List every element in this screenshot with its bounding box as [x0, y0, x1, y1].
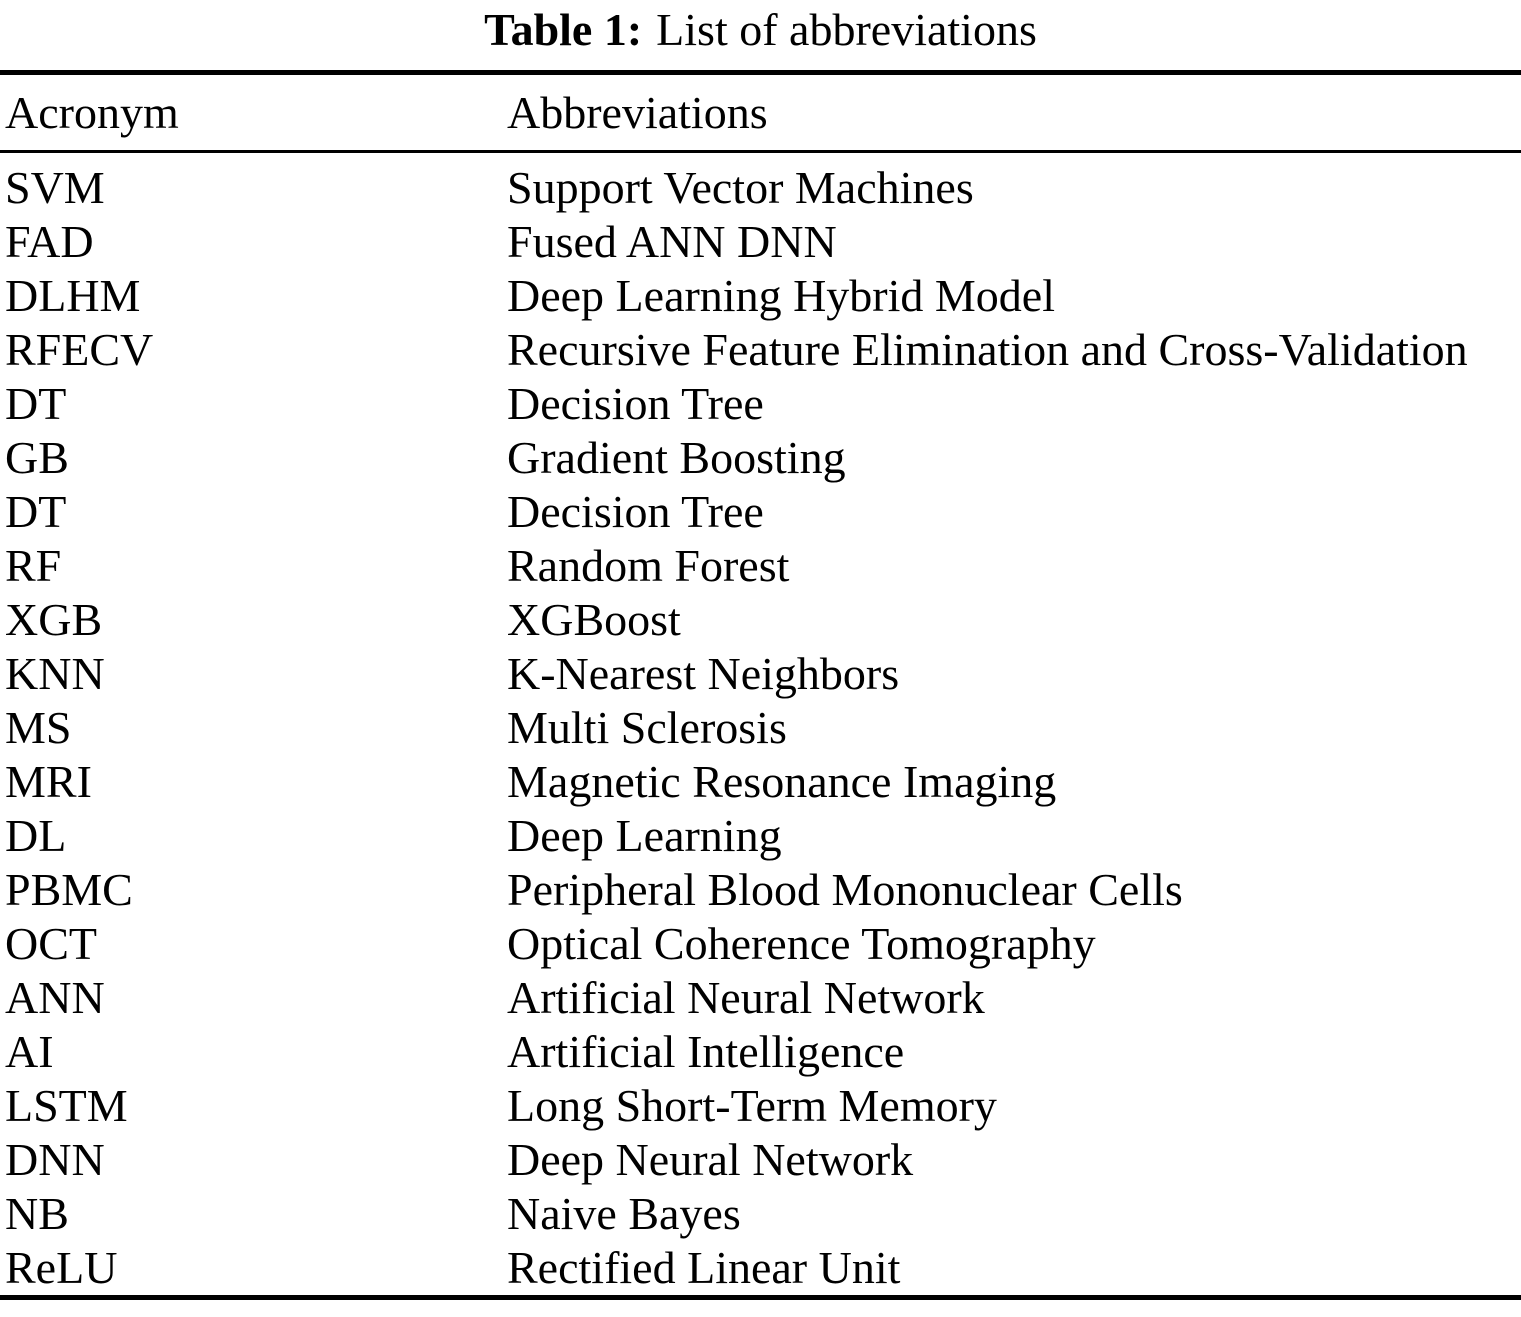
- table-row: GB Gradient Boosting: [0, 431, 1521, 485]
- acronym-cell: FAD: [5, 216, 94, 267]
- abbreviation-cell: Multi Sclerosis: [507, 702, 787, 753]
- table-row: RFECV Recursive Feature Elimination and C…: [0, 323, 1521, 377]
- abbreviation-cell: Artificial Neural Network: [507, 972, 985, 1023]
- abbreviation-cell: Random Forest: [507, 540, 790, 591]
- abbreviation-cell: Deep Learning Hybrid Model: [507, 270, 1056, 321]
- abbreviation-cell: Optical Coherence Tomography: [507, 918, 1096, 969]
- acronym-cell: DL: [5, 810, 67, 861]
- abbreviation-cell: Artificial Intelligence: [507, 1026, 905, 1077]
- acronym-cell: KNN: [5, 648, 105, 699]
- acronym-cell: ReLU: [5, 1242, 118, 1293]
- table-row: DT Decision Tree: [0, 377, 1521, 431]
- abbreviation-cell: Gradient Boosting: [507, 432, 846, 483]
- acronym-cell: GB: [5, 432, 69, 483]
- table-row: NB Naive Bayes: [0, 1187, 1521, 1241]
- table-row: ReLU Rectified Linear Unit: [0, 1241, 1521, 1298]
- table-row: PBMC Peripheral Blood Mononuclear Cells: [0, 863, 1521, 917]
- acronym-cell: AI: [5, 1026, 54, 1077]
- abbreviation-cell: Rectified Linear Unit: [507, 1242, 901, 1293]
- abbreviation-cell: Support Vector Machines: [507, 162, 974, 213]
- acronym-cell: NB: [5, 1188, 69, 1239]
- table-caption-label: Table 1:: [484, 4, 643, 55]
- abbreviation-cell: Decision Tree: [507, 486, 764, 537]
- table-row: DL Deep Learning: [0, 809, 1521, 863]
- table-row: KNN K-Nearest Neighbors: [0, 647, 1521, 701]
- table-caption-text: List of abbreviations: [656, 4, 1037, 55]
- abbreviation-cell: Naive Bayes: [507, 1188, 741, 1239]
- abbreviation-cell: Decision Tree: [507, 378, 764, 429]
- abbreviation-cell: Peripheral Blood Mononuclear Cells: [507, 864, 1183, 915]
- acronym-cell: DNN: [5, 1134, 105, 1185]
- acronym-cell: DT: [5, 378, 67, 429]
- acronym-cell: DLHM: [5, 270, 141, 321]
- table-row: MS Multi Sclerosis: [0, 701, 1521, 755]
- acronym-cell: PBMC: [5, 864, 133, 915]
- column-header-acronym: Acronym: [0, 72, 507, 153]
- table-header-row: Acronym Abbreviations: [0, 72, 1521, 153]
- abbreviations-table: Acronym Abbreviations SVM Support Vector …: [0, 70, 1521, 1300]
- abbreviation-cell: Deep Learning: [507, 810, 782, 861]
- abbreviation-cell: Fused ANN DNN: [507, 216, 837, 267]
- table-header: Acronym Abbreviations: [0, 72, 1521, 153]
- table-row: LSTM Long Short-Term Memory: [0, 1079, 1521, 1133]
- column-header-abbreviations: Abbreviations: [507, 72, 1521, 153]
- acronym-cell: MS: [5, 702, 72, 753]
- acronym-cell: OCT: [5, 918, 97, 969]
- table-row: AI Artificial Intelligence: [0, 1025, 1521, 1079]
- acronym-cell: XGB: [5, 594, 103, 645]
- acronym-cell: RF: [5, 540, 62, 591]
- acronym-cell: DT: [5, 486, 67, 537]
- table-row: OCT Optical Coherence Tomography: [0, 917, 1521, 971]
- table-row: ANN Artificial Neural Network: [0, 971, 1521, 1025]
- table-row: FAD Fused ANN DNN: [0, 215, 1521, 269]
- acronym-cell: MRI: [5, 756, 92, 807]
- table-caption: Table 1: List of abbreviations: [0, 0, 1521, 70]
- table-row: RF Random Forest: [0, 539, 1521, 593]
- table-row: XGB XGBoost: [0, 593, 1521, 647]
- table-row: DNN Deep Neural Network: [0, 1133, 1521, 1187]
- abbreviation-cell: K-Nearest Neighbors: [507, 648, 900, 699]
- abbreviation-cell: Deep Neural Network: [507, 1134, 914, 1185]
- acronym-cell: ANN: [5, 972, 105, 1023]
- acronym-cell: SVM: [5, 162, 105, 213]
- abbreviation-cell: Magnetic Resonance Imaging: [507, 756, 1057, 807]
- table-row: DT Decision Tree: [0, 485, 1521, 539]
- acronym-cell: RFECV: [5, 324, 154, 375]
- table-row: SVM Support Vector Machines: [0, 152, 1521, 216]
- table-row: MRI Magnetic Resonance Imaging: [0, 755, 1521, 809]
- abbreviation-cell: Recursive Feature Elimination and Cross-…: [507, 324, 1468, 375]
- abbreviation-cell: XGBoost: [507, 594, 681, 645]
- table-row: DLHM Deep Learning Hybrid Model: [0, 269, 1521, 323]
- abbreviation-cell: Long Short-Term Memory: [507, 1080, 997, 1131]
- acronym-cell: LSTM: [5, 1080, 128, 1131]
